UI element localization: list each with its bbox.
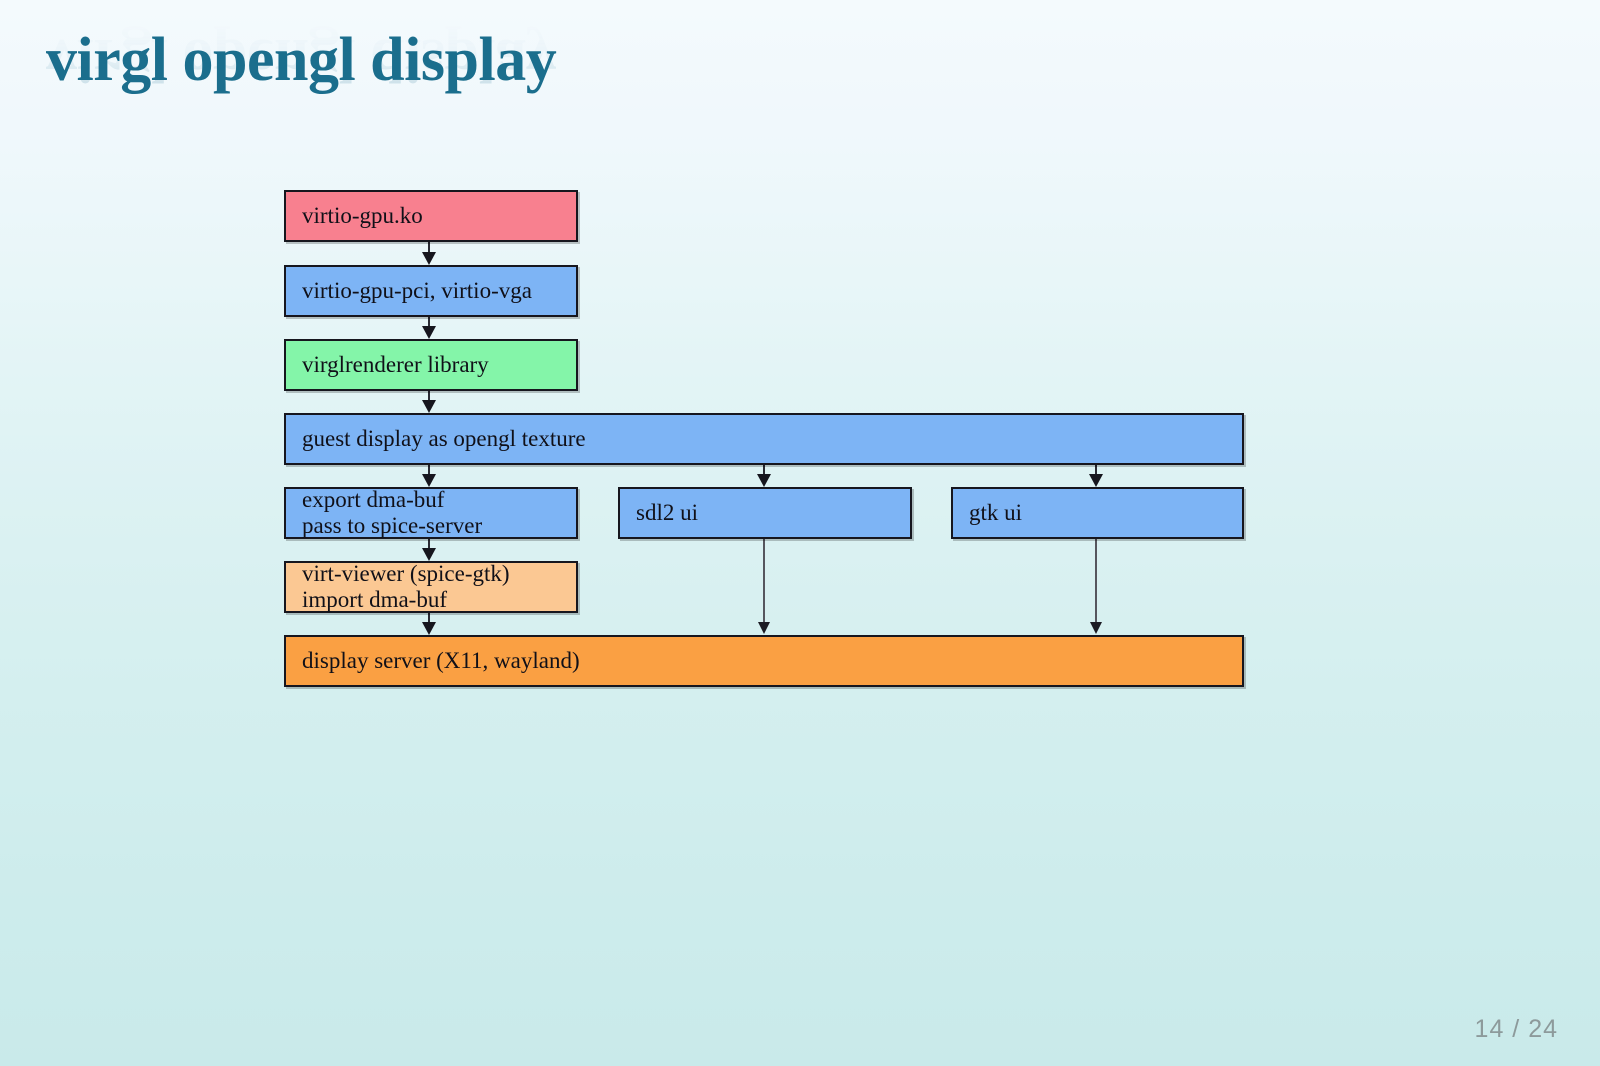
arrowhead-icon [422,548,436,561]
arrowhead-icon [422,474,436,487]
page-number: 14 / 24 [1474,1015,1558,1043]
arrowhead-icon [422,400,436,413]
diagram-box-gtk-ui: gtk ui [951,487,1244,539]
page-title: virgl opengl display [46,26,557,94]
diagram-box-label: import dma-buf [302,587,447,612]
connector-line [763,465,765,479]
connector-line [428,465,430,479]
diagram-box-sdl2-ui: sdl2 ui [618,487,912,539]
diagram-box-label: sdl2 ui [636,500,698,525]
connector-sdl2-to-server [757,539,770,635]
connector-line [1095,465,1097,479]
arrowhead-icon [1089,474,1103,487]
diagram-box-virtio-gpu-ko: virtio-gpu.ko [284,190,578,242]
diagram-box-label: virt-viewer (spice-gtk) [302,561,510,586]
slide-title-area: virgl opengl display virgl opengl displa… [46,22,946,132]
connector-line [428,242,430,257]
connector-virgl-to-guest [422,391,436,413]
diagram-box-label: virglrenderer library [302,352,489,377]
diagram-box-label: virtio-gpu-pci, virtio-vga [302,278,532,303]
arrowhead-icon [1089,622,1102,634]
diagram-box-label: gtk ui [969,500,1023,525]
connector-gtk-to-server [1089,539,1102,635]
arrowhead-icon [422,252,436,265]
arrowhead-icon [422,326,436,339]
diagram-box-label: guest display as opengl texture [302,426,586,451]
diagram-box-guest-display-texture: guest display as opengl texture [284,413,1244,465]
diagram-box-virtio-gpu-pci: virtio-gpu-pci, virtio-vga [284,265,578,317]
connector-pci-to-virgl [422,317,436,339]
connector-guest-to-export [422,465,436,487]
connector-guest-to-sdl2 [757,465,771,487]
arrowhead-icon [422,622,436,635]
connector-line [428,613,430,627]
connector-line [428,391,430,405]
arrowhead-icon [757,622,770,634]
diagram-box-label: virtio-gpu.ko [302,203,423,228]
diagram-box-virglrenderer-library: virglrenderer library [284,339,578,391]
diagram-box-virt-viewer-spice-gtk: virt-viewer (spice-gtk)import dma-buf [284,561,578,613]
connector-line [428,317,430,331]
diagram-box-label: display server (X11, wayland) [302,648,580,673]
connector-line [1095,539,1097,627]
connector-line [763,539,765,627]
connector-ko-to-pci [422,242,436,265]
connector-export-to-viewer [422,539,436,561]
diagram-box-label: pass to spice-server [302,513,483,538]
connector-guest-to-gtk [1089,465,1103,487]
connector-viewer-to-server [422,613,436,635]
connector-line [428,539,430,553]
diagram-box-display-server: display server (X11, wayland) [284,635,1244,687]
arrowhead-icon [757,474,771,487]
diagram-box-label: export dma-buf [302,487,445,512]
